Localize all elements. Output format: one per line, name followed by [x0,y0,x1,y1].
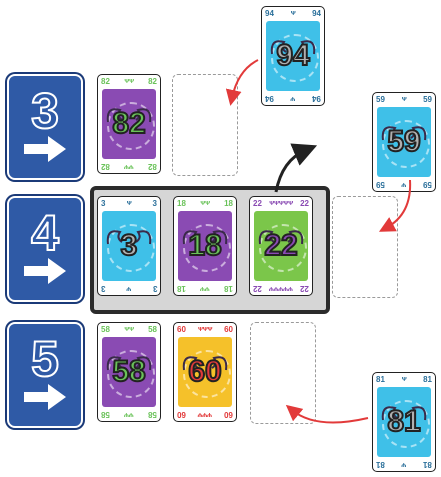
arrow-94-to-row-3 [232,60,258,98]
arrow-row-4-to-top [276,150,306,192]
arrow-59-to-row-4 [386,180,410,228]
arrow-81-to-row-5 [292,410,368,423]
